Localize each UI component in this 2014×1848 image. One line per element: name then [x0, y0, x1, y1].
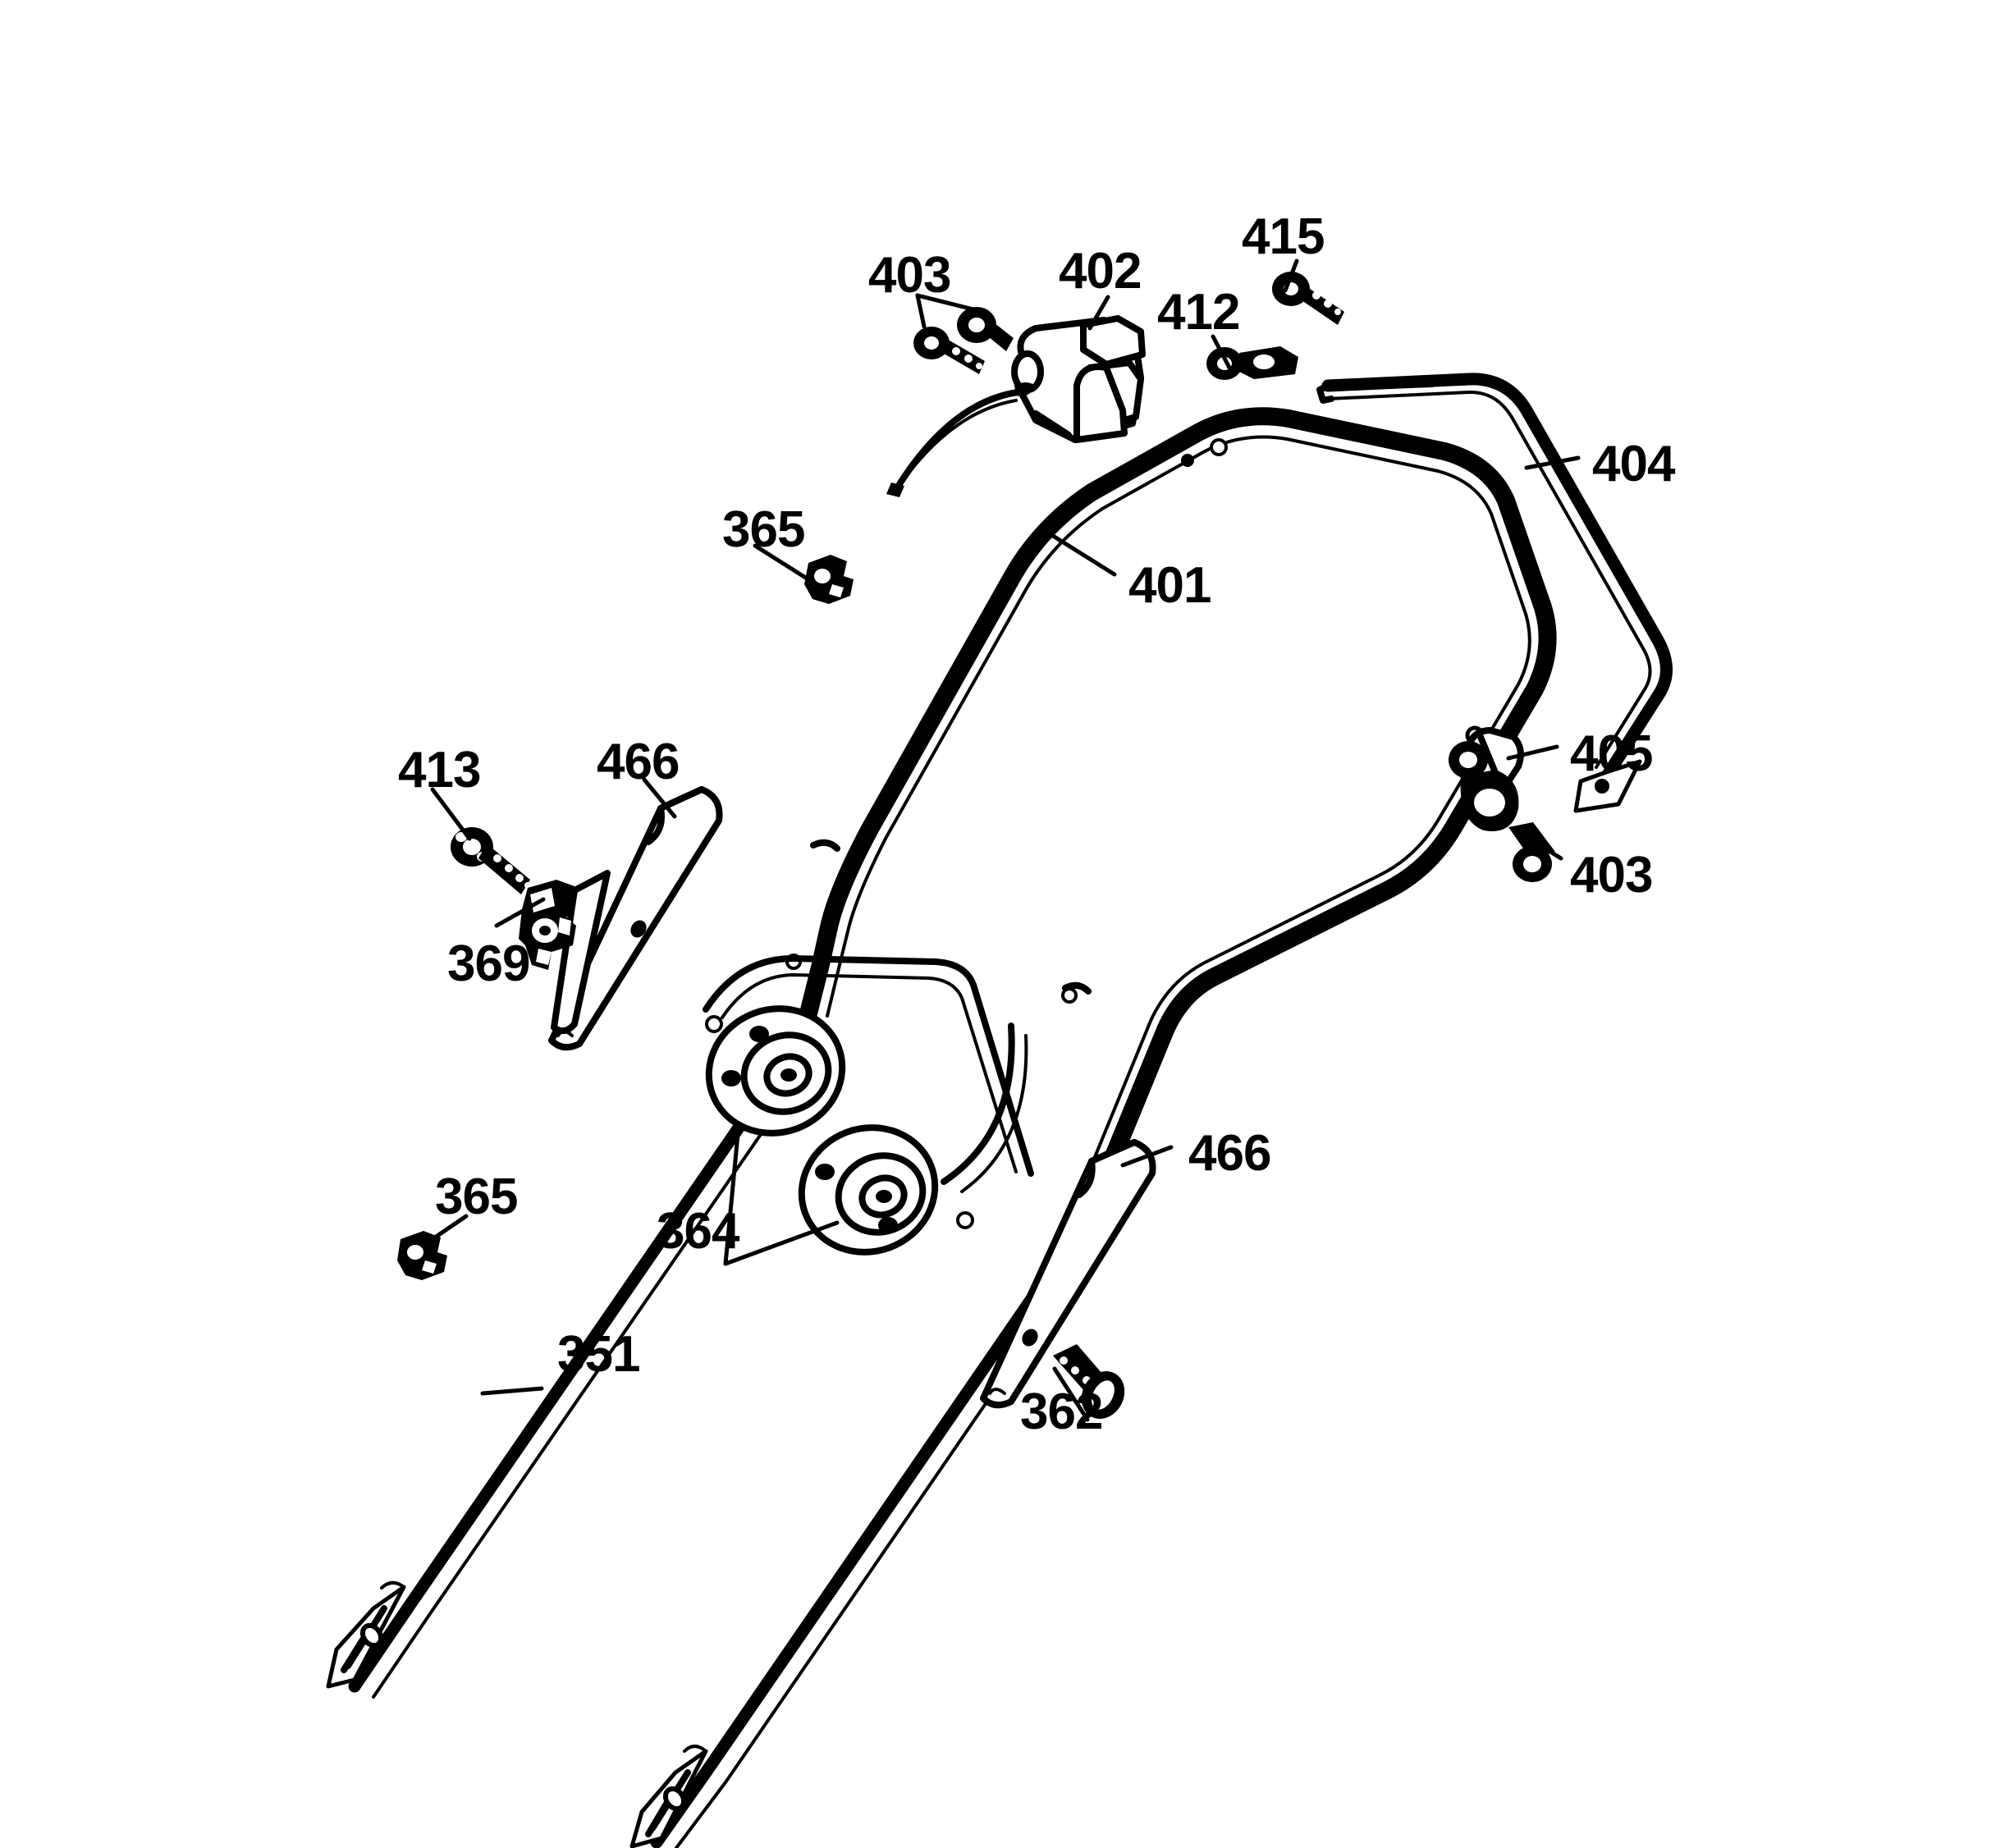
leader-403-upper-fork	[915, 293, 979, 313]
lower-handle-left	[326, 1018, 831, 1699]
leader-404	[1524, 455, 1581, 470]
cable-clip-365-upper	[804, 555, 854, 604]
screw-415	[1272, 272, 1344, 325]
callout-362: 362	[1020, 1384, 1103, 1440]
leader-364-bracket	[723, 1123, 840, 1266]
screw-413	[451, 827, 531, 894]
knob-assembly-upper	[705, 1005, 846, 1137]
callout-404: 404	[1592, 436, 1675, 492]
callout-413: 413	[398, 742, 481, 798]
callout-405: 405	[1570, 725, 1653, 782]
leader-466-lower	[1120, 1145, 1174, 1168]
knob-lug	[749, 1026, 769, 1042]
leader-365-upper	[753, 543, 813, 583]
handle-grip-left-secondary	[551, 870, 611, 1035]
knob-lug	[815, 1164, 835, 1180]
callout-351: 351	[557, 1326, 640, 1383]
callout-365-upper: 365	[722, 501, 805, 558]
slot	[341, 1636, 366, 1673]
screw-403-b	[957, 307, 1014, 351]
leader-401	[1050, 533, 1117, 577]
leader-403-upper	[915, 293, 927, 329]
callout-412: 412	[1157, 284, 1240, 341]
callout-466-upper: 466	[597, 734, 680, 790]
handle-joint-band	[810, 839, 840, 852]
screw-403-a	[913, 327, 985, 374]
handle-grip-right	[980, 1139, 1156, 1409]
knob-lug	[878, 1217, 898, 1233]
leader-351	[480, 1386, 544, 1396]
leader-369	[494, 897, 546, 928]
slot	[645, 1800, 670, 1837]
cable-clip-365-lower	[397, 1231, 447, 1280]
leader-402	[1087, 295, 1110, 331]
leader-365-lower	[428, 1214, 469, 1243]
screw-362	[1053, 1344, 1125, 1419]
callout-364: 364	[657, 1203, 739, 1260]
callout-403-upper: 403	[868, 247, 951, 304]
callout-415: 415	[1242, 208, 1325, 265]
knob-assembly-lower	[798, 1124, 939, 1256]
screw-thread	[1299, 286, 1344, 325]
adjust-hole	[359, 1622, 384, 1649]
leader-362	[1052, 1366, 1090, 1422]
rivet-hole	[956, 1211, 974, 1229]
switch-housing	[886, 315, 1146, 497]
leader-403-right	[1532, 839, 1563, 861]
leader-415	[1283, 258, 1299, 293]
handle-bracket-405	[1449, 727, 1524, 831]
screw-403-right	[1508, 822, 1555, 882]
screw-thread	[940, 338, 985, 374]
callout-401: 401	[1128, 557, 1211, 614]
rivet-hole	[705, 1015, 723, 1033]
leader-lines	[428, 258, 1581, 1422]
callout-403-right: 403	[1570, 847, 1653, 903]
knob-lug	[721, 1070, 741, 1086]
leader-466-upper	[642, 777, 677, 819]
handle-joint-band	[1062, 981, 1092, 995]
rivet-hole	[1210, 438, 1228, 456]
leader-412	[1211, 334, 1232, 370]
screw-shank	[984, 320, 1014, 351]
screw-thread	[478, 844, 530, 894]
adjust-hole	[662, 1786, 687, 1812]
callout-369: 369	[447, 935, 530, 992]
leader-405	[1506, 744, 1559, 761]
leader-413	[430, 787, 472, 841]
rod-hole	[1595, 779, 1609, 794]
rivet-hole	[1181, 454, 1194, 467]
cable-clamp-bracket-369	[519, 880, 576, 970]
callout-466-lower: 466	[1188, 1125, 1271, 1182]
control-rod	[1316, 373, 1673, 813]
callout-402: 402	[1059, 243, 1142, 300]
upper-handle-tube	[799, 407, 1557, 1199]
callout-365-lower: 365	[435, 1169, 518, 1225]
